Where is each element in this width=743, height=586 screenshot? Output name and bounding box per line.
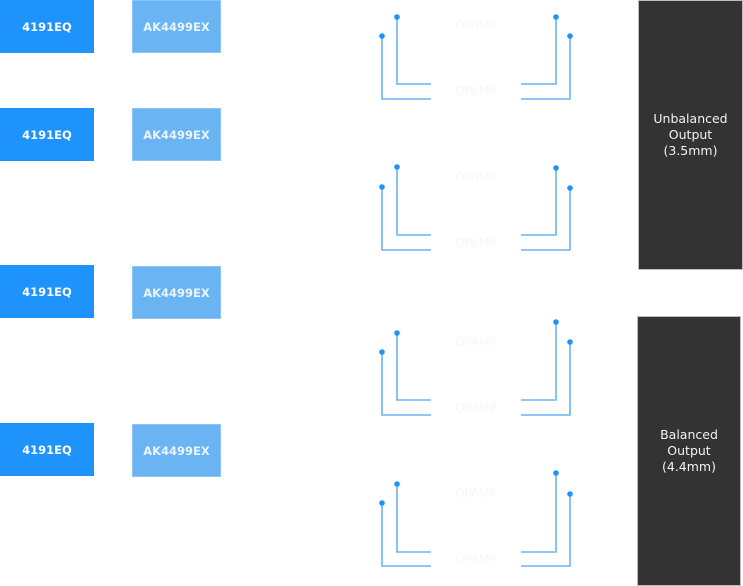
eq-chip-label: 4191EQ [22, 284, 72, 299]
opamp-label: OPAMP [455, 401, 497, 415]
balanced-output-block: Balanced Output (4.4mm) [637, 316, 741, 586]
wire-right-inner [521, 17, 557, 85]
dac-chip-label: AK4499EX [143, 19, 210, 34]
opamp-label: OPAMP [455, 486, 497, 500]
opamp-label: OPAMP [455, 84, 497, 98]
eq-chip-label: 4191EQ [22, 19, 72, 34]
output-label: Balanced Output (4.4mm) [660, 427, 718, 474]
node-dot [567, 491, 573, 497]
wire-left-outer [381, 352, 431, 416]
node-dot [553, 470, 559, 476]
node-dot [379, 500, 385, 506]
node-dot [567, 33, 573, 39]
dac-chip-label: AK4499EX [143, 285, 210, 300]
dac-chip-4: AK4499EX [132, 424, 221, 477]
node-dot [394, 164, 400, 170]
node-dot [553, 14, 559, 20]
eq-chip-3: 4191EQ [0, 265, 94, 318]
opamp-label: OPAMP [455, 335, 497, 349]
node-dot [379, 33, 385, 39]
node-dot [553, 165, 559, 171]
dac-chip-3: AK4499EX [132, 266, 221, 319]
wire-left-inner [396, 167, 431, 236]
output-label: Unbalanced Output (3.5mm) [653, 111, 728, 158]
dac-chip-label: AK4499EX [143, 127, 210, 142]
wire-left-inner [396, 17, 431, 85]
dac-chip-1: AK4499EX [132, 0, 221, 53]
node-dot [567, 339, 573, 345]
dac-chip-2: AK4499EX [132, 108, 221, 161]
opamp-label: OPAMP [455, 552, 497, 566]
wire-right-outer [521, 188, 571, 251]
wire-right-inner [521, 168, 557, 236]
wire-right-outer [521, 494, 571, 567]
node-dot [553, 319, 559, 325]
wire-left-outer [381, 187, 431, 251]
wire-right-outer [521, 36, 571, 100]
wire-right-inner [521, 322, 557, 401]
node-dot [394, 14, 400, 20]
node-dot [567, 185, 573, 191]
wire-left-outer [381, 503, 431, 567]
unbalanced-output-block: Unbalanced Output (3.5mm) [638, 0, 743, 270]
node-dot [394, 330, 400, 336]
dac-chip-label: AK4499EX [143, 443, 210, 458]
wire-right-outer [521, 342, 571, 416]
opamp-label: OPAMP [455, 170, 497, 184]
opamp-label: OPAMP [455, 236, 497, 250]
eq-chip-1: 4191EQ [0, 0, 94, 53]
wire-left-outer [381, 36, 431, 100]
eq-chip-label: 4191EQ [22, 442, 72, 457]
eq-chip-4: 4191EQ [0, 423, 94, 476]
node-dot [379, 349, 385, 355]
eq-chip-label: 4191EQ [22, 127, 72, 142]
wire-right-inner [521, 473, 557, 553]
node-dot [379, 184, 385, 190]
opamp-label: OPAMP [455, 18, 497, 32]
wire-left-inner [396, 484, 431, 553]
eq-chip-2: 4191EQ [0, 108, 94, 161]
wire-left-inner [396, 333, 431, 401]
node-dot [394, 481, 400, 487]
